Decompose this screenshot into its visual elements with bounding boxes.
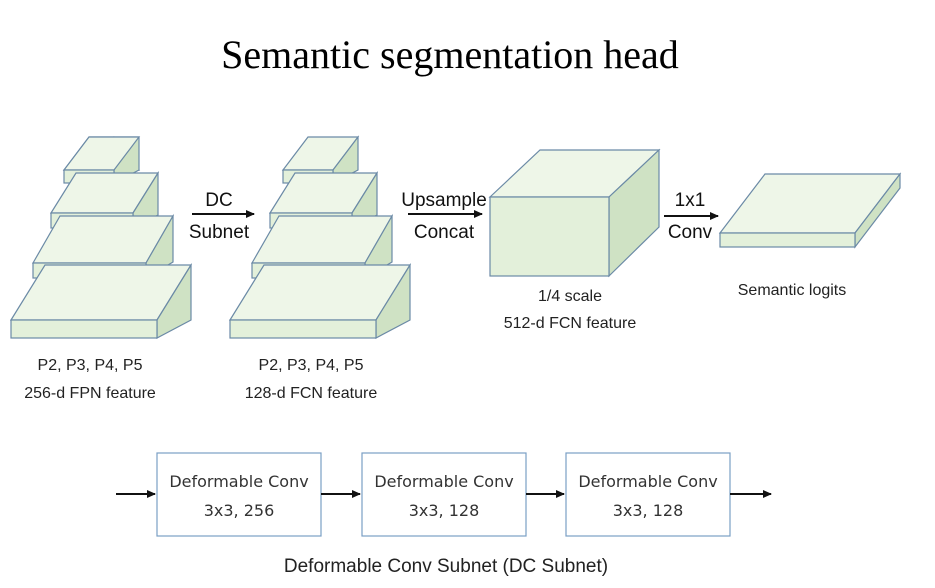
cube-label-scale: 1/4 scale [538, 288, 602, 305]
upsample-op-line1: Upsample [401, 190, 487, 211]
dc-subnet-op-line1: DC [205, 190, 232, 211]
fcn-stack-label-levels: P2, P3, P4, P5 [259, 357, 364, 374]
fcn-level-p2 [228, 262, 412, 339]
deformable-conv-box-3-params: 3x3, 128 [613, 501, 684, 520]
semantic-logits-slab [718, 172, 902, 249]
fcn-stack-label-feature: 128-d FCN feature [245, 385, 378, 402]
cube-label-feature: 512-d FCN feature [504, 315, 637, 332]
deformable-conv-box-1-params: 3x3, 256 [204, 501, 275, 520]
subnet-caption: Deformable Conv Subnet (DC Subnet) [284, 556, 608, 577]
deformable-conv-box-1: Deformable Conv 3x3, 256 [156, 452, 322, 537]
upsample-op-line2: Concat [414, 222, 475, 243]
fcn-feature-stack [228, 135, 412, 339]
fpn-feature-stack [9, 136, 193, 339]
conv1x1-op-line1: 1x1 [675, 190, 706, 211]
fpn-stack-label-levels: P2, P3, P4, P5 [38, 357, 143, 374]
diagram-title: Semantic segmentation head [221, 32, 679, 77]
fcn-feature-cube [488, 148, 661, 278]
deformable-conv-box-2: Deformable Conv 3x3, 128 [361, 452, 527, 537]
deformable-conv-box-3-title: Deformable Conv [578, 472, 717, 491]
fpn-level-p5 [62, 136, 141, 184]
fpn-stack-label-feature: 256-d FPN feature [24, 385, 156, 402]
semantic-logits-label: Semantic logits [738, 282, 847, 299]
deformable-conv-box-2-title: Deformable Conv [374, 472, 513, 491]
deformable-conv-box-2-params: 3x3, 128 [409, 501, 480, 520]
deformable-conv-box-3: Deformable Conv 3x3, 128 [565, 452, 731, 537]
fpn-level-p2 [9, 262, 193, 339]
conv1x1-op-line2: Conv [668, 222, 713, 243]
deformable-conv-box-1-title: Deformable Conv [169, 472, 308, 491]
dc-subnet-op-line2: Subnet [189, 222, 250, 243]
